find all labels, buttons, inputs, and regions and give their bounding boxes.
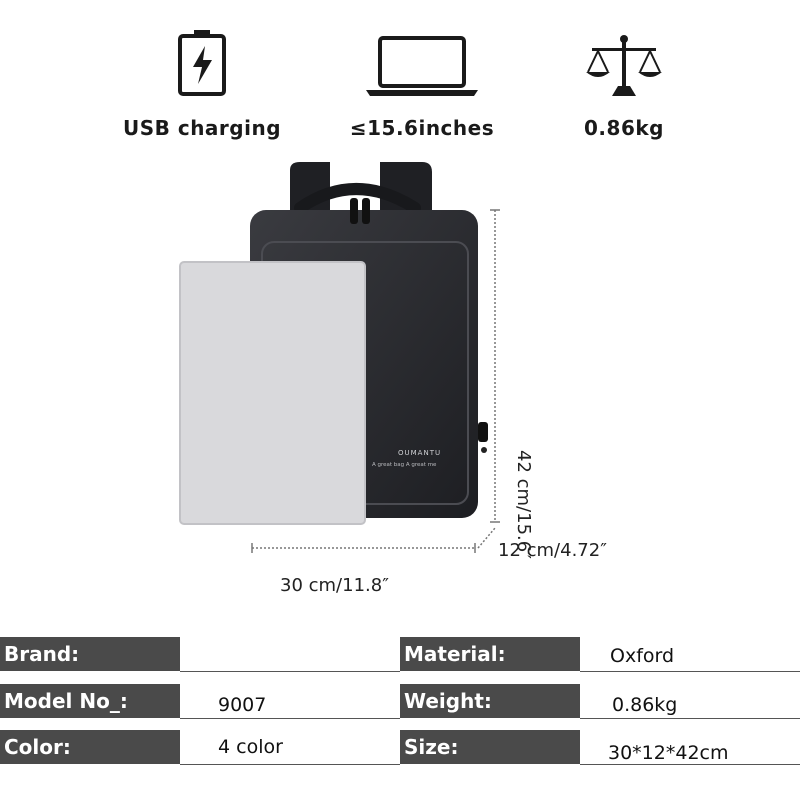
material-value: Oxford [610,645,675,667]
depth-dimension-label: 12 cm/4.72″ [498,540,607,561]
spec-row-1: Brand: Material: Oxford [0,637,800,677]
row-divider [180,671,400,672]
row-divider [180,718,400,719]
row-divider [580,671,800,672]
color-value: 4 color [218,736,283,758]
spec-row-3: Color: 4 color Size: 30*12*42cm [0,730,800,770]
laptop-size-feature: ≤15.6inches [312,18,532,140]
feature-label-weight: 0.86kg [584,116,664,140]
product-illustration: OUMANTU A great bag A great me 42 cm/15.… [0,150,800,620]
size-label: Size: [400,730,580,764]
material-label: Material: [400,637,580,671]
weight-value: 0.86kg [612,694,678,716]
weight-label: Weight: [400,684,580,718]
backpack-image: OUMANTU A great bag A great me [179,162,500,553]
usb-charging-feature: USB charging [92,18,312,140]
feature-label-usb: USB charging [122,116,282,140]
feature-label-laptop: ≤15.6inches [349,116,495,140]
bag-brand-text: OUMANTU [398,449,441,457]
width-dimension-label: 30 cm/11.8″ [280,575,389,596]
row-divider [580,764,800,765]
scale-icon [514,18,734,98]
brand-label: Brand: [0,637,180,671]
battery-charging-icon [92,18,312,98]
spec-row-2: Model No_: 9007 Weight: 0.86kg [0,684,800,724]
color-label: Color: [0,730,180,764]
row-divider [580,718,800,719]
bag-slogan-text: A great bag A great me [372,462,437,468]
size-value: 30*12*42cm [608,742,729,764]
row-divider [180,764,400,765]
model-label: Model No_: [0,684,180,718]
model-value: 9007 [218,694,267,716]
weight-feature: 0.86kg [514,18,734,140]
laptop-icon [312,18,532,98]
